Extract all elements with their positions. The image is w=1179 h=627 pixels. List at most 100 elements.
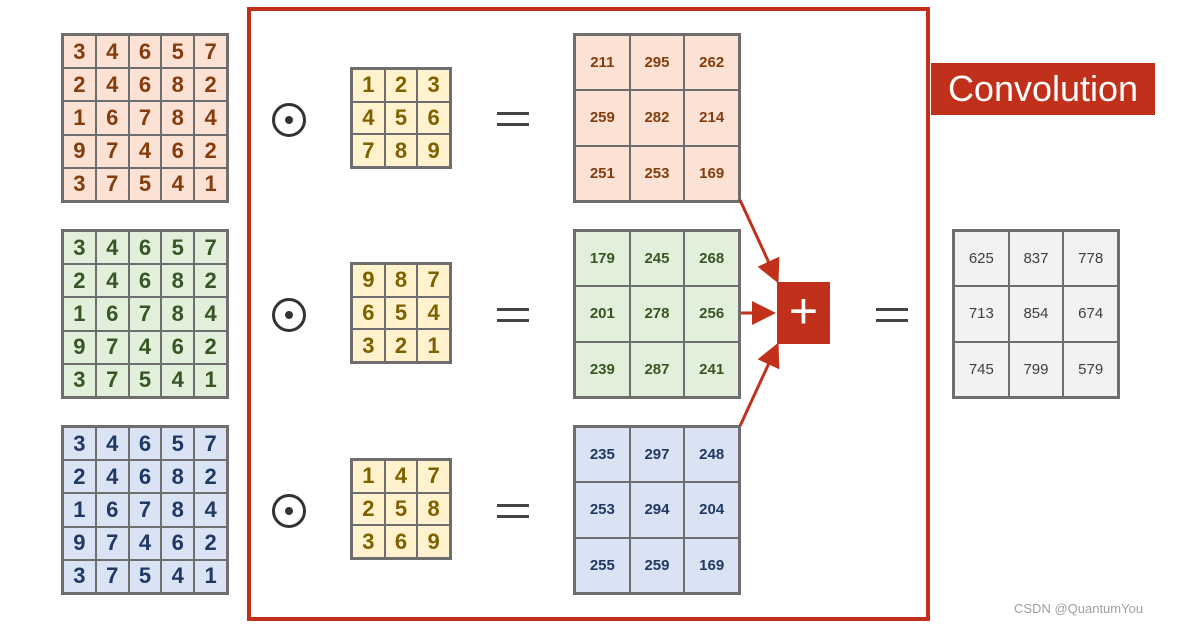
matrix-cell: 7 [95, 167, 129, 201]
matrix-cell: 2 [194, 264, 227, 298]
matrix-cell: 4 [95, 460, 129, 494]
matrix-cell: 8 [384, 264, 418, 297]
matrix-cell: 3 [352, 525, 385, 558]
matrix-cell: 3 [352, 329, 385, 362]
matrix-cell: 4 [352, 101, 385, 135]
matrix-cell: 6 [128, 460, 162, 494]
matrix-cell: 5 [128, 167, 162, 201]
matrix-cell: 799 [1008, 341, 1064, 397]
matrix-cell: 5 [128, 363, 162, 397]
matrix-cell: 6 [384, 525, 418, 558]
matrix-cell: 235 [575, 427, 630, 483]
matrix-cell: 4 [194, 101, 227, 135]
matrix-cell: 7 [95, 559, 129, 593]
matrix-cell: 7 [417, 460, 450, 493]
matrix-cell: 7 [128, 297, 162, 331]
matrix-cell: 6 [95, 493, 129, 527]
matrix-cell: 6 [128, 68, 162, 102]
matrix-cell: 713 [954, 286, 1009, 342]
matrix-cell: 239 [575, 341, 630, 397]
matrix-cell: 7 [95, 526, 129, 560]
equals-icon [876, 308, 908, 322]
matrix-cell: 251 [575, 145, 630, 201]
matrix-cell: 2 [384, 69, 418, 102]
matrix-cell: 2 [63, 264, 96, 298]
matrix-cell: 745 [954, 341, 1009, 397]
matrix-cell: 8 [417, 492, 450, 526]
matrix-cell: 1 [63, 297, 96, 331]
matrix-cell: 837 [1008, 231, 1064, 287]
matrix-cell: 3 [63, 231, 96, 265]
matrix-cell: 4 [95, 68, 129, 102]
convolution-frame [247, 7, 930, 621]
matrix-cell: 6 [417, 101, 450, 135]
matrix-cell: 6 [128, 264, 162, 298]
matrix-cell: 278 [629, 286, 685, 342]
matrix-cell: 6 [128, 231, 162, 265]
matrix-cell: 241 [684, 341, 739, 397]
matrix-cell: 6 [161, 330, 195, 364]
matrix-cell: 1 [417, 329, 450, 362]
matrix-cell: 262 [684, 35, 739, 91]
matrix-cell: 625 [954, 231, 1009, 287]
matrix-cell: 6 [95, 101, 129, 135]
matrix-cell: 7 [352, 134, 385, 167]
matrix-cell: 248 [684, 427, 739, 483]
matrix-cell: 3 [63, 559, 96, 593]
matrix-cell: 4 [161, 363, 195, 397]
matrix-cell: 4 [95, 427, 129, 461]
matrix-cell: 778 [1063, 231, 1118, 287]
matrix-cell: 204 [684, 482, 739, 538]
matrix-cell: 2 [194, 330, 227, 364]
matrix-cell: 854 [1008, 286, 1064, 342]
matrix-cell: 9 [63, 330, 96, 364]
matrix-cell: 6 [128, 35, 162, 69]
matrix-cell: 256 [684, 286, 739, 342]
matrix-cell: 2 [384, 329, 418, 362]
matrix-cell: 282 [629, 90, 685, 146]
matrix-cell: 8 [161, 460, 195, 494]
convolution-label: Convolution [931, 63, 1155, 115]
matrix-cell: 8 [161, 493, 195, 527]
matrix-cell: 6 [161, 134, 195, 168]
watermark: CSDN @QuantumYou [1014, 601, 1144, 616]
matrix-cell: 7 [95, 330, 129, 364]
matrix-cell: 674 [1063, 286, 1118, 342]
matrix-cell: 4 [95, 264, 129, 298]
matrix-cell: 6 [161, 526, 195, 560]
matrix-cell: 5 [384, 101, 418, 135]
matrix-cell: 8 [384, 134, 418, 167]
matrix-cell: 1 [63, 101, 96, 135]
matrix-cell: 7 [128, 493, 162, 527]
matrix-cell: 287 [629, 341, 685, 397]
matrix-cell: 5 [161, 427, 195, 461]
sum-plus-icon: + [777, 282, 830, 344]
matrix-cell: 6 [95, 297, 129, 331]
matrix-cell: 1 [63, 493, 96, 527]
matrix-cell: 2 [194, 134, 227, 168]
matrix-cell: 2 [194, 526, 227, 560]
matrix-cell: 7 [194, 231, 227, 265]
matrix-cell: 3 [63, 363, 96, 397]
matrix-cell: 255 [575, 537, 630, 593]
matrix-cell: 253 [629, 145, 685, 201]
matrix-cell: 7 [194, 427, 227, 461]
matrix-cell: 1 [352, 69, 385, 102]
matrix-cell: 9 [63, 134, 96, 168]
matrix-cell: 7 [95, 363, 129, 397]
matrix-cell: 9 [63, 526, 96, 560]
matrix-cell: 4 [194, 493, 227, 527]
matrix-cell: 4 [161, 559, 195, 593]
matrix-cell: 3 [417, 69, 450, 102]
matrix-cell: 1 [194, 559, 227, 593]
matrix-cell: 7 [194, 35, 227, 69]
matrix-cell: 295 [629, 35, 685, 91]
equals-icon [497, 112, 529, 126]
matrix-cell: 4 [128, 134, 162, 168]
